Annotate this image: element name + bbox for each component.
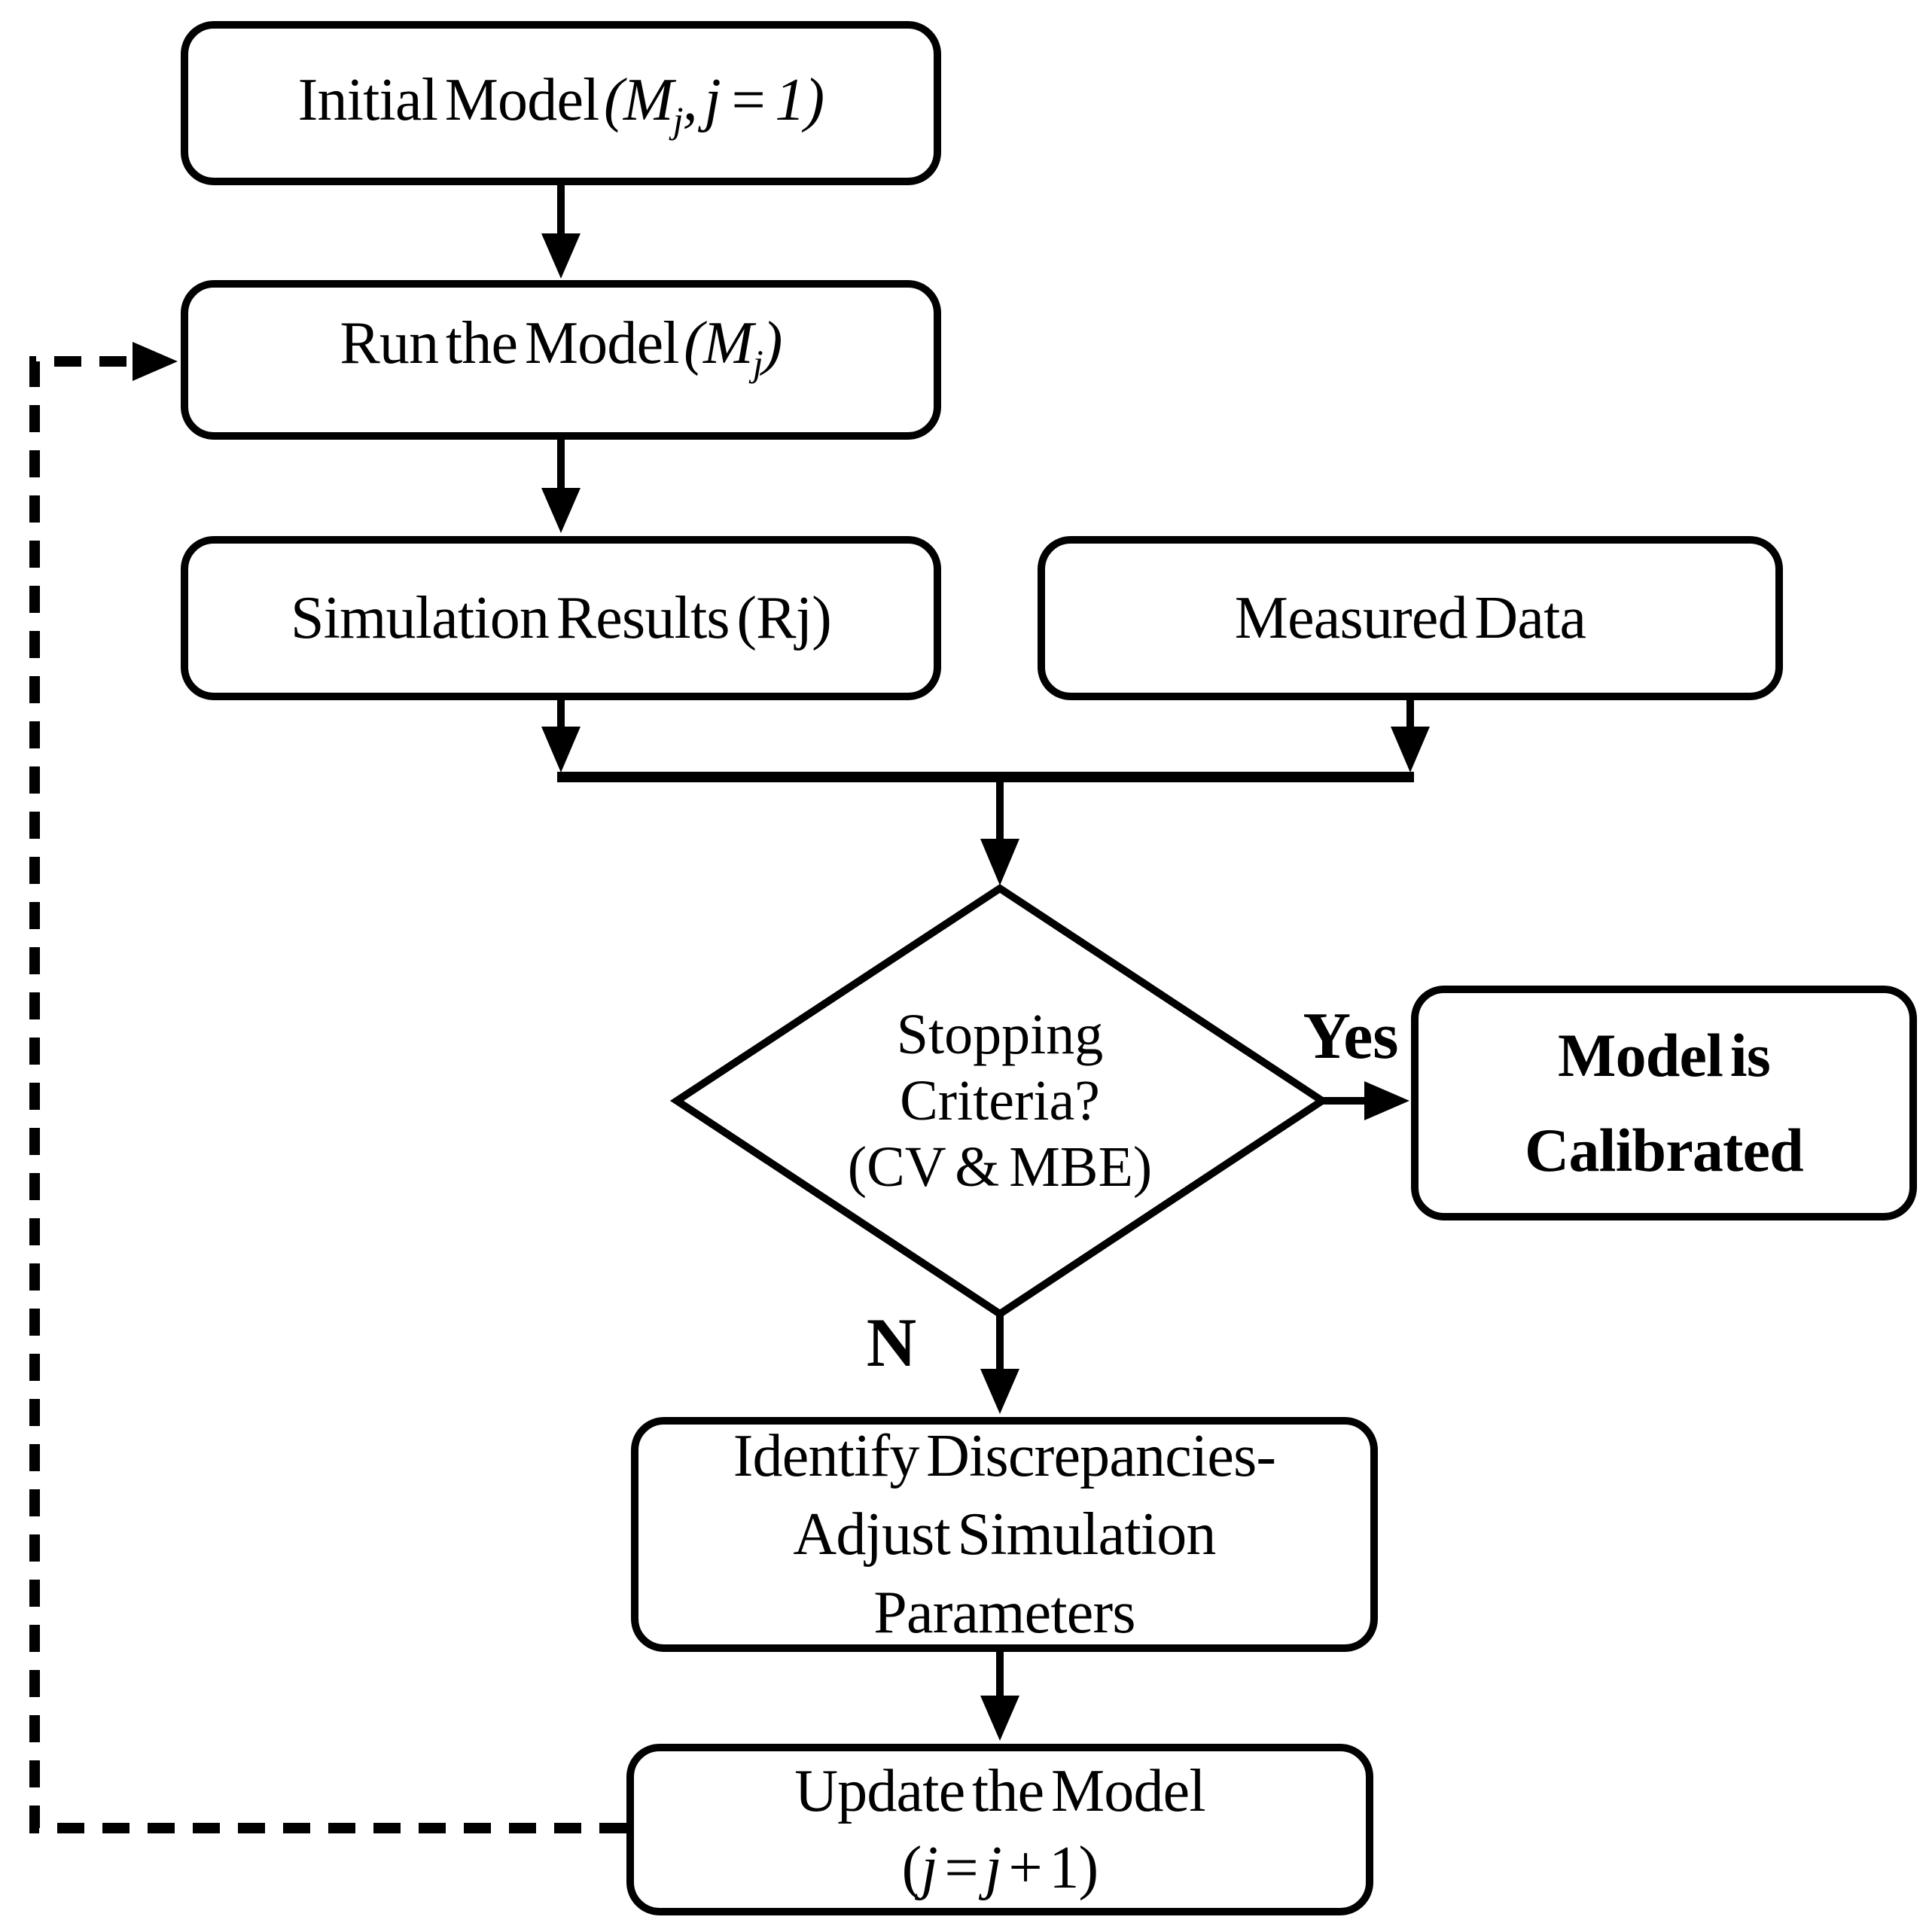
decision-diamond <box>669 884 1330 1318</box>
decision-line-2: Criteria? <box>900 1068 1100 1132</box>
node-run-model: Run the Model(Mj) <box>181 280 941 440</box>
run-model-math: (Mj) <box>684 310 782 384</box>
arrowhead-results-merge <box>541 727 581 772</box>
run-model-text: Run the Model <box>340 310 679 376</box>
initial-model-math: (Mj, j = 1) <box>604 67 824 142</box>
update-model-line-2: (j = j + 1) <box>901 1835 1099 1901</box>
identify-line-1: Identify Discrepancies- <box>733 1423 1276 1489</box>
decision-line-1: Stopping <box>896 1002 1104 1066</box>
initial-model-text: Initial Model <box>297 67 600 134</box>
identify-line-2: Adjust Simulation <box>793 1501 1216 1568</box>
simulation-results-label: Simulation Results (Rj) <box>291 585 832 651</box>
arrowhead-into-update <box>980 1696 1019 1741</box>
label-no-branch: N <box>866 1304 917 1381</box>
run-model-label: Run the Model(Mj) <box>340 304 782 388</box>
node-identify-discrepancies: Identify Discrepancies- Adjust Simulatio… <box>631 1417 1378 1652</box>
measured-data-label: Measured Data <box>1234 585 1586 651</box>
arrowhead-into-run <box>541 233 581 279</box>
model-calibrated-line-1: Model is <box>1558 1020 1771 1089</box>
model-calibrated-line-2: Calibrated <box>1525 1115 1804 1184</box>
node-update-model: Update the Model (j = j + 1) <box>626 1744 1373 1915</box>
arrowhead-yes-into-calibrated <box>1364 1081 1409 1120</box>
node-measured-data: Measured Data <box>1038 536 1783 700</box>
update-model-line-1: Update the Model <box>794 1757 1205 1824</box>
decision-line-3: (CV & MBE) <box>847 1135 1153 1199</box>
arrowhead-feedback-into-run <box>133 342 178 381</box>
node-model-calibrated: Model is Calibrated <box>1411 986 1917 1220</box>
initial-model-label: Initial Model(Mj, j = 1) <box>298 61 824 145</box>
node-initial-model: Initial Model(Mj, j = 1) <box>181 21 941 185</box>
node-simulation-results: Simulation Results (Rj) <box>181 536 941 700</box>
arrowhead-into-results <box>541 488 581 533</box>
arrowhead-measured-merge <box>1391 727 1430 772</box>
label-yes-branch: Yes <box>1303 1000 1399 1073</box>
arrowhead-into-identify <box>980 1369 1019 1414</box>
arrowhead-into-decision <box>980 839 1019 885</box>
edge-update-feedback-dashed <box>29 356 626 1833</box>
decision-stopping-criteria-label: Stopping Criteria? (CV & MBE) <box>771 995 1229 1206</box>
identify-line-3: Parameters <box>873 1580 1135 1646</box>
